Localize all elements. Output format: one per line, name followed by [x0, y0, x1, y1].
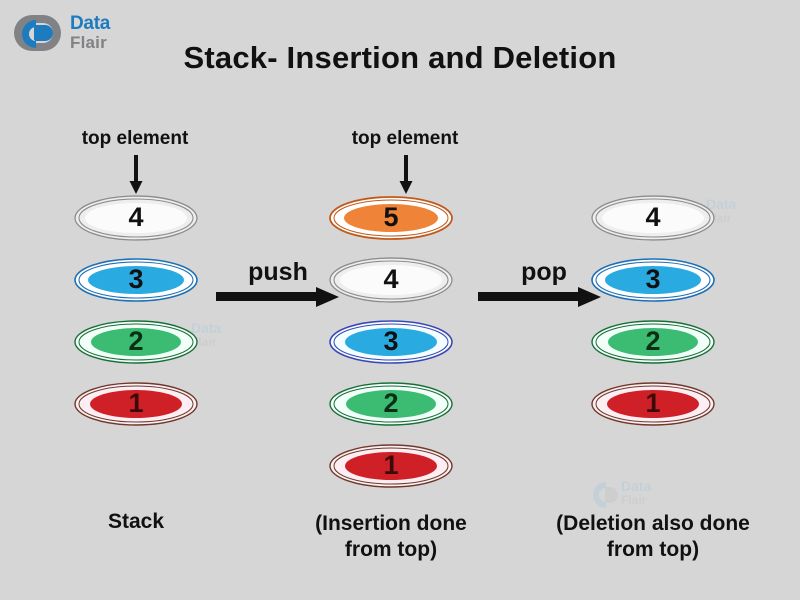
stack-element-pop-3[interactable]: 1 [588, 378, 718, 430]
stack-element-value: 3 [128, 263, 144, 294]
stack-element-initial-2[interactable]: 2 [71, 316, 201, 368]
stack-element-push-0[interactable]: 5 [326, 192, 456, 244]
stack-element-value: 1 [128, 387, 144, 418]
dataflair-logo-mark [14, 15, 61, 51]
stack-element-pop-2[interactable]: 2 [588, 316, 718, 368]
stack-element-value: 4 [645, 201, 661, 232]
push-label: push [248, 258, 308, 286]
disc-shape [591, 320, 715, 364]
stack-element-value: 1 [645, 387, 661, 418]
stack-element-pop-1[interactable]: 3 [588, 254, 718, 306]
caption-initial: Stack [107, 510, 165, 533]
caption-after-pop-line2: from top) [606, 538, 700, 561]
watermark-text: Data Flair [621, 479, 651, 506]
down-arrow-icon-after-push [399, 155, 413, 194]
stack-element-value: 4 [128, 201, 144, 232]
stack-element-push-3[interactable]: 2 [326, 378, 456, 430]
stack-element-initial-1[interactable]: 3 [71, 254, 201, 306]
watermark-secondary-text: Flair [621, 493, 647, 507]
watermark-3: Data Flair [590, 478, 686, 512]
stack-element-value: 5 [383, 201, 399, 232]
stack-element-value: 2 [383, 387, 399, 418]
stack-element-value: 3 [645, 263, 661, 294]
pop-label: pop [521, 258, 567, 286]
disc-shape [591, 195, 715, 241]
stack-element-value: 4 [383, 263, 399, 294]
disc-shape [74, 320, 198, 364]
top-element-label-after-push: top element [351, 128, 459, 149]
dataflair-logo: Data Flair [12, 10, 142, 56]
disc-shape [329, 196, 453, 240]
watermark-primary-text: Data [621, 478, 652, 494]
caption-after-push-line1: (Insertion done [315, 512, 467, 535]
stack-element-push-2[interactable]: 3 [326, 316, 456, 368]
stack-element-pop-0[interactable]: 4 [588, 192, 718, 244]
logo-secondary-text: Flair [70, 33, 107, 52]
disc-shape [74, 382, 198, 426]
stack-element-push-1[interactable]: 4 [326, 254, 456, 306]
watermark-logo-icon [593, 482, 618, 508]
disc-shape [74, 258, 198, 302]
stack-element-initial-3[interactable]: 1 [71, 378, 201, 430]
disc-shape [329, 444, 453, 488]
disc-shape [591, 258, 715, 302]
top-element-label-initial: top element [81, 128, 189, 149]
disc-shape [329, 382, 453, 426]
disc-shape [329, 320, 453, 364]
dataflair-logo-text: Data Flair [70, 14, 110, 51]
stack-element-value: 3 [383, 325, 399, 356]
stack-element-value: 1 [383, 449, 399, 480]
stack-element-push-4[interactable]: 1 [326, 440, 456, 492]
down-arrow-icon-initial [129, 155, 143, 194]
stack-element-value: 2 [128, 325, 144, 356]
logo-primary-text: Data [70, 13, 110, 34]
caption-after-pop-line1: (Deletion also done [556, 512, 750, 535]
page-title: Stack- Insertion and Deletion [183, 40, 617, 75]
stack-element-value: 2 [645, 325, 661, 356]
caption-after-push-line2: from top) [344, 538, 438, 561]
disc-shape [591, 382, 715, 426]
right-arrow-icon-pop [478, 287, 601, 307]
right-arrow-icon-push [216, 287, 339, 307]
disc-shape [74, 195, 198, 241]
disc-shape [329, 257, 453, 303]
stack-element-initial-0[interactable]: 4 [71, 192, 201, 244]
